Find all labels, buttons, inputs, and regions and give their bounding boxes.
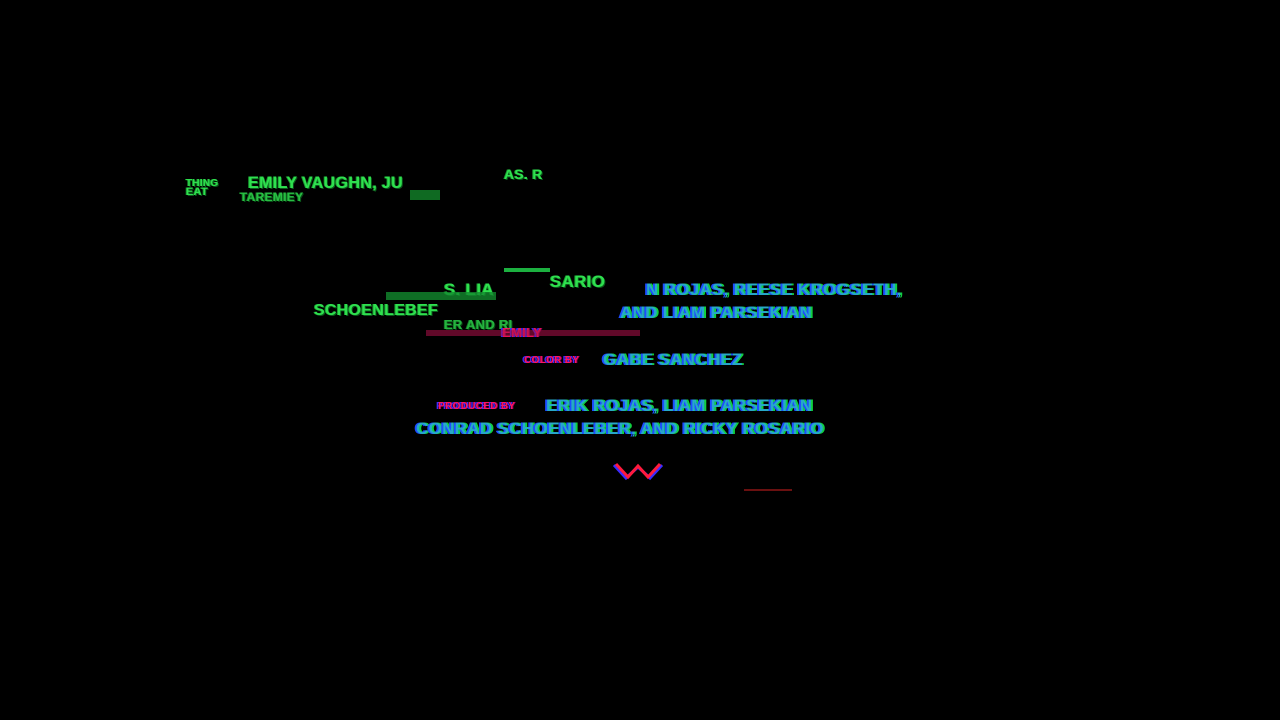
studio-logo-icon [612,462,664,481]
producers-line-1: ERIK ROJAS, LIAM PARSEKIAN [546,396,813,415]
glitch-fragment-name-2: TAREMIEY [240,190,304,204]
glitch-fragment-tail: AS. R [504,166,543,182]
credit-names-line-1: N ROJAS, REESE KROGSETH, [646,280,902,299]
glitch-bar [426,330,640,336]
glitch-bar [744,489,792,491]
color-by-name: GABE SANCHEZ [603,350,743,369]
glitch-fragment-and: ER AND RI [444,317,513,332]
produced-by-label: PRODUCED BY [438,401,516,412]
glitch-fragment-sario: SARIO [550,272,606,291]
glitch-fragment-name: EMILY VAUGHN, JU [248,173,404,192]
glitch-fragment-prefix-2: EAT [186,186,209,198]
glitch-bar [410,190,440,200]
color-by-label: COLOR BY [524,355,580,366]
glitch-fragment-schoen: SCHOENLEBEF [314,302,439,319]
glitch-bar [386,292,496,300]
producers-line-2: CONRAD SCHOENLEBER, AND RICKY ROSARIO [416,419,824,438]
glitch-bar [504,268,550,272]
credit-names-line-2: AND LIAM PARSEKIAN [620,303,813,322]
glitch-fragment-prefix: THING [186,178,219,189]
